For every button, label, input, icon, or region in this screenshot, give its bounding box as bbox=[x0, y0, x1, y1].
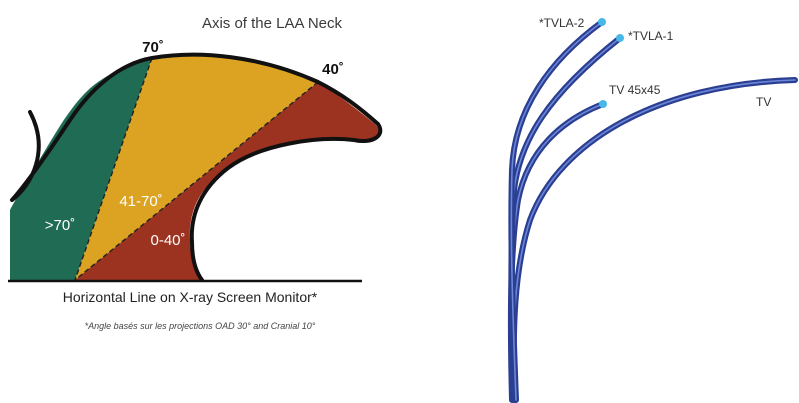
diagram-title: Axis of the LAA Neck bbox=[202, 15, 343, 32]
angle-label-70: 70˚ bbox=[142, 39, 164, 56]
sheath-label-tv-45x45: TV 45x45 bbox=[609, 83, 661, 97]
sheath-tv bbox=[510, 77, 798, 403]
footnote: *Angle basés sur les projections OAD 30°… bbox=[85, 321, 316, 331]
zone-greater-70 bbox=[10, 58, 152, 280]
sheath-tip-tvla-1 bbox=[616, 34, 624, 42]
sheath-tvla-2-highlight bbox=[510, 21, 603, 401]
zone-41-70 bbox=[75, 55, 318, 280]
angle-label-40: 40˚ bbox=[322, 61, 344, 78]
sheath-tvla-2 bbox=[508, 19, 605, 403]
zone-0-40 bbox=[75, 82, 379, 280]
sheath-tip-tv-45x45 bbox=[599, 100, 607, 108]
baseline-label: Horizontal Line on X-ray Screen Monitor* bbox=[63, 289, 318, 305]
divider-40 bbox=[74, 81, 319, 281]
sheath-label-tvla-2: *TVLA-2 bbox=[539, 16, 585, 30]
laa-neck-diagram: Axis of the LAA Neck 70˚ 40˚ >70˚ 41-70˚… bbox=[8, 15, 383, 331]
sheath-label-tvla-1: *TVLA-1 bbox=[628, 29, 674, 43]
zone-label-41-70: 41-70˚ bbox=[119, 193, 162, 210]
sheath-tip-tvla-2 bbox=[598, 18, 606, 26]
sheath-label-tv: TV bbox=[756, 95, 771, 109]
zone-label-0-40: 0-40˚ bbox=[150, 232, 185, 249]
laa-outline bbox=[10, 52, 383, 282]
sheath-diagram: *TVLA-2 *TVLA-1 TV 45x45 TV bbox=[507, 16, 798, 403]
sheath-tv-highlight bbox=[513, 79, 796, 401]
zone-label-greater-70: >70˚ bbox=[45, 217, 75, 234]
divider-70 bbox=[74, 57, 153, 281]
